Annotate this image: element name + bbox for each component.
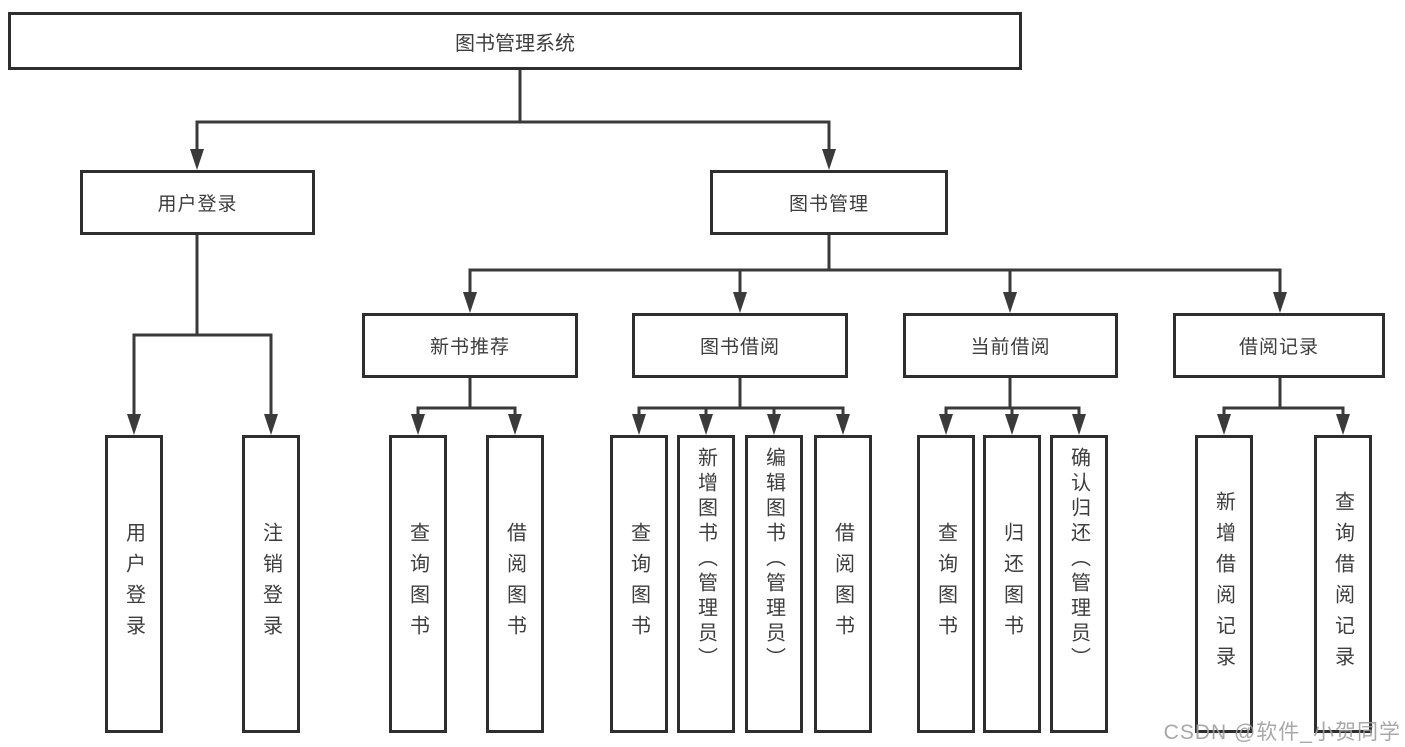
leaf-confirm-return-admin: 确认归还（管理员） [1050,435,1108,733]
node-label: 查询图书 [627,522,650,646]
node-label: 当前借阅 [970,337,1051,358]
node-label: 编辑图书（管理员） [762,447,785,672]
node-label: 新增图书（管理员） [694,447,717,672]
node-label: 借阅图书 [503,522,526,646]
node-label: 新书推荐 [429,337,510,358]
leaf-user-login: 用户登录 [105,435,163,733]
node-label: 查询图书 [406,522,429,646]
leaf-add-borrow-record: 新增借阅记录 [1195,435,1253,733]
node-book-management: 图书管理 [710,170,948,235]
leaf-query-books-recommend: 查询图书 [389,435,447,733]
node-current-borrowing: 当前借阅 [903,313,1118,378]
csdn-watermark: CSDN @软件_小贺同学 [1163,721,1401,744]
node-label: 借阅记录 [1238,337,1319,358]
node-label: 查询借阅记录 [1331,491,1354,677]
node-label: 图书管理 [788,194,869,215]
node-label: 确认归还（管理员） [1067,447,1090,672]
node-label: 用户登录 [122,522,145,646]
leaf-query-borrow-record: 查询借阅记录 [1314,435,1372,733]
leaf-query-books-borrowing: 查询图书 [610,435,668,733]
node-label: 归还图书 [1000,522,1023,646]
leaf-edit-books-admin: 编辑图书（管理员） [745,435,803,733]
node-label: 注销登录 [259,522,282,646]
leaf-borrow-books-recommend: 借阅图书 [486,435,544,733]
leaf-return-books: 归还图书 [983,435,1041,733]
leaf-logout: 注销登录 [242,435,300,733]
node-book-borrowing: 图书借阅 [632,313,848,378]
node-label: 借阅图书 [831,522,854,646]
leaf-add-books-admin: 新增图书（管理员） [677,435,735,733]
node-user-login-branch: 用户登录 [80,170,315,235]
node-new-book-recommend: 新书推荐 [362,313,578,378]
node-label: 新增借阅记录 [1212,491,1235,677]
node-label: 用户登录 [157,194,238,215]
node-label: 图书管理系统 [455,32,575,55]
leaf-borrow-books-borrowing: 借阅图书 [814,435,872,733]
node-borrow-records: 借阅记录 [1173,313,1385,378]
node-label: 查询图书 [934,522,957,646]
leaf-query-books-current: 查询图书 [917,435,975,733]
node-label: 图书借阅 [699,337,780,358]
node-library-system: 图书管理系统 [8,12,1022,70]
